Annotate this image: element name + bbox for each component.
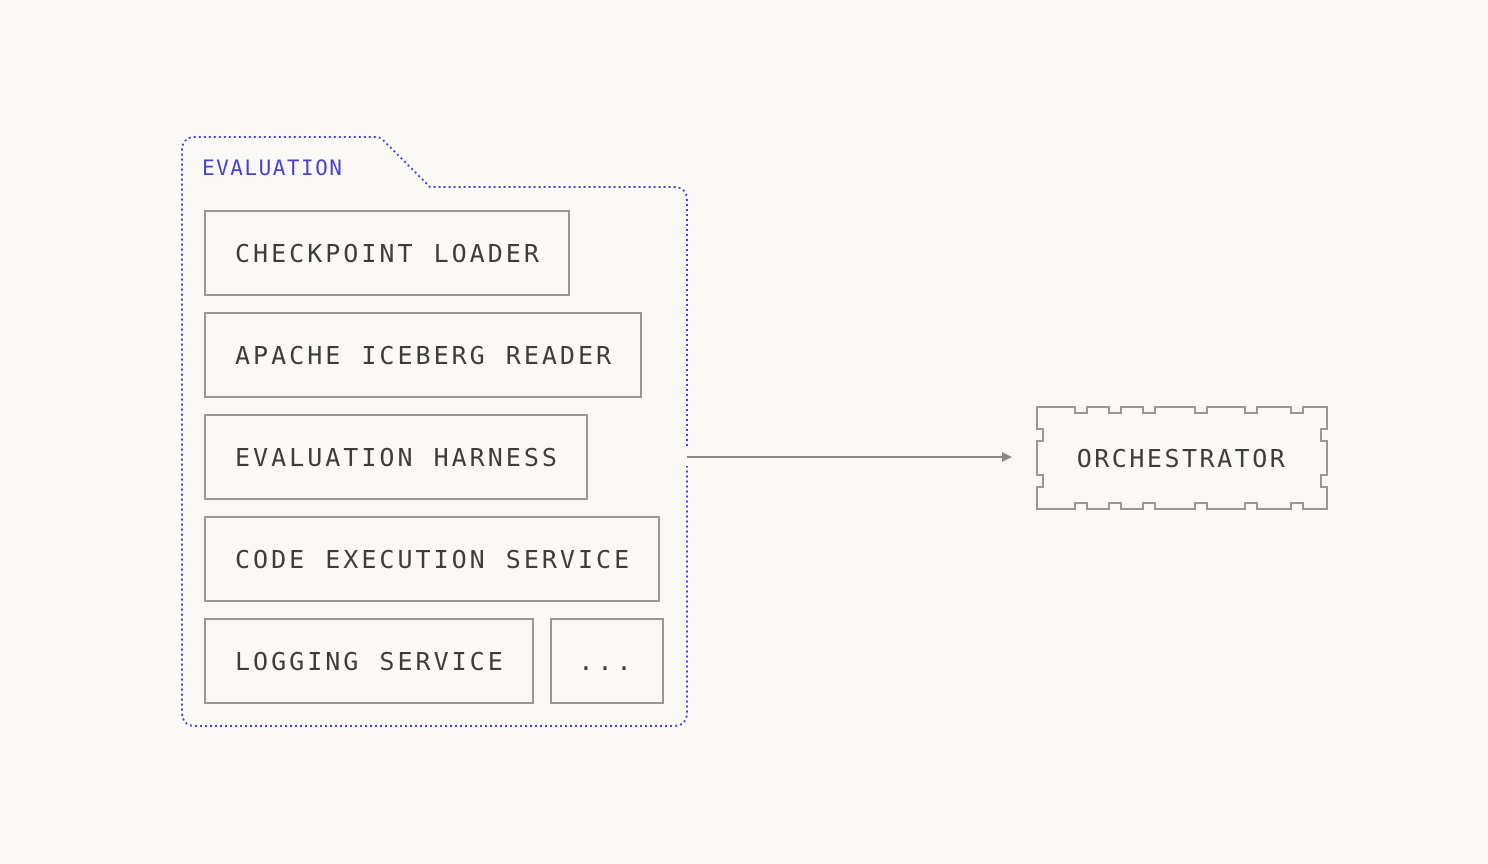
component-logging-service: LOGGING SERVICE (204, 618, 534, 704)
component-more-ellipsis: ... (550, 618, 664, 704)
component-code-execution-service: CODE EXECUTION SERVICE (204, 516, 660, 602)
component-evaluation-harness: EVALUATION HARNESS (204, 414, 588, 500)
connector-arrow-head (1002, 452, 1012, 462)
group-title-evaluation: EVALUATION (202, 156, 344, 180)
component-checkpoint-loader: CHECKPOINT LOADER (204, 210, 570, 296)
orchestrator-outline (1036, 406, 1328, 510)
orchestrator-label: ORCHESTRATOR (1076, 443, 1288, 473)
component-apache-iceberg-reader: APACHE ICEBERG READER (204, 312, 642, 398)
evaluation-group-outline (181, 136, 688, 727)
